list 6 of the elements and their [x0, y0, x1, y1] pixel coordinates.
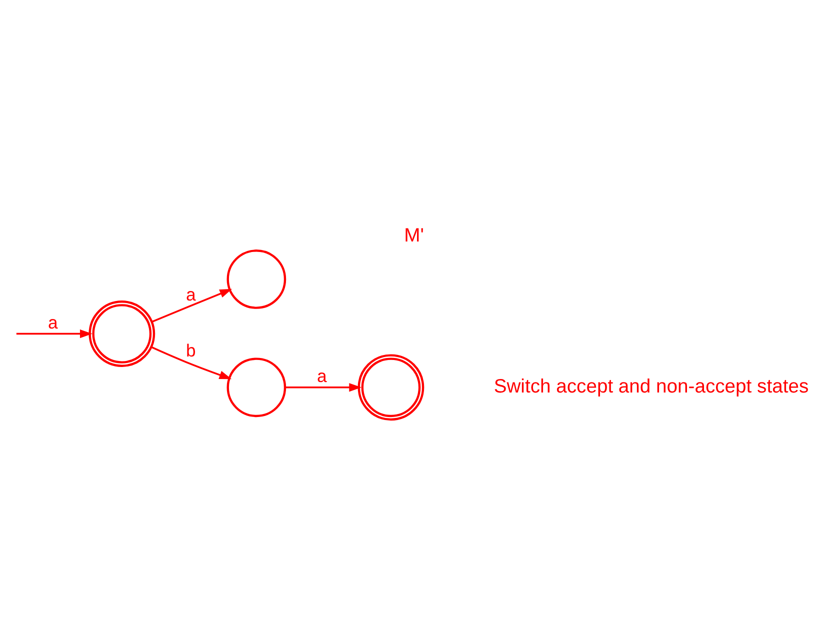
edge-label: a [317, 366, 327, 386]
edge-label: a [186, 284, 196, 304]
caption: Switch accept and non-accept states [494, 375, 809, 398]
diagram-title: M' [404, 224, 424, 247]
edge-label: b [186, 340, 196, 361]
edge-label: a [48, 312, 58, 332]
